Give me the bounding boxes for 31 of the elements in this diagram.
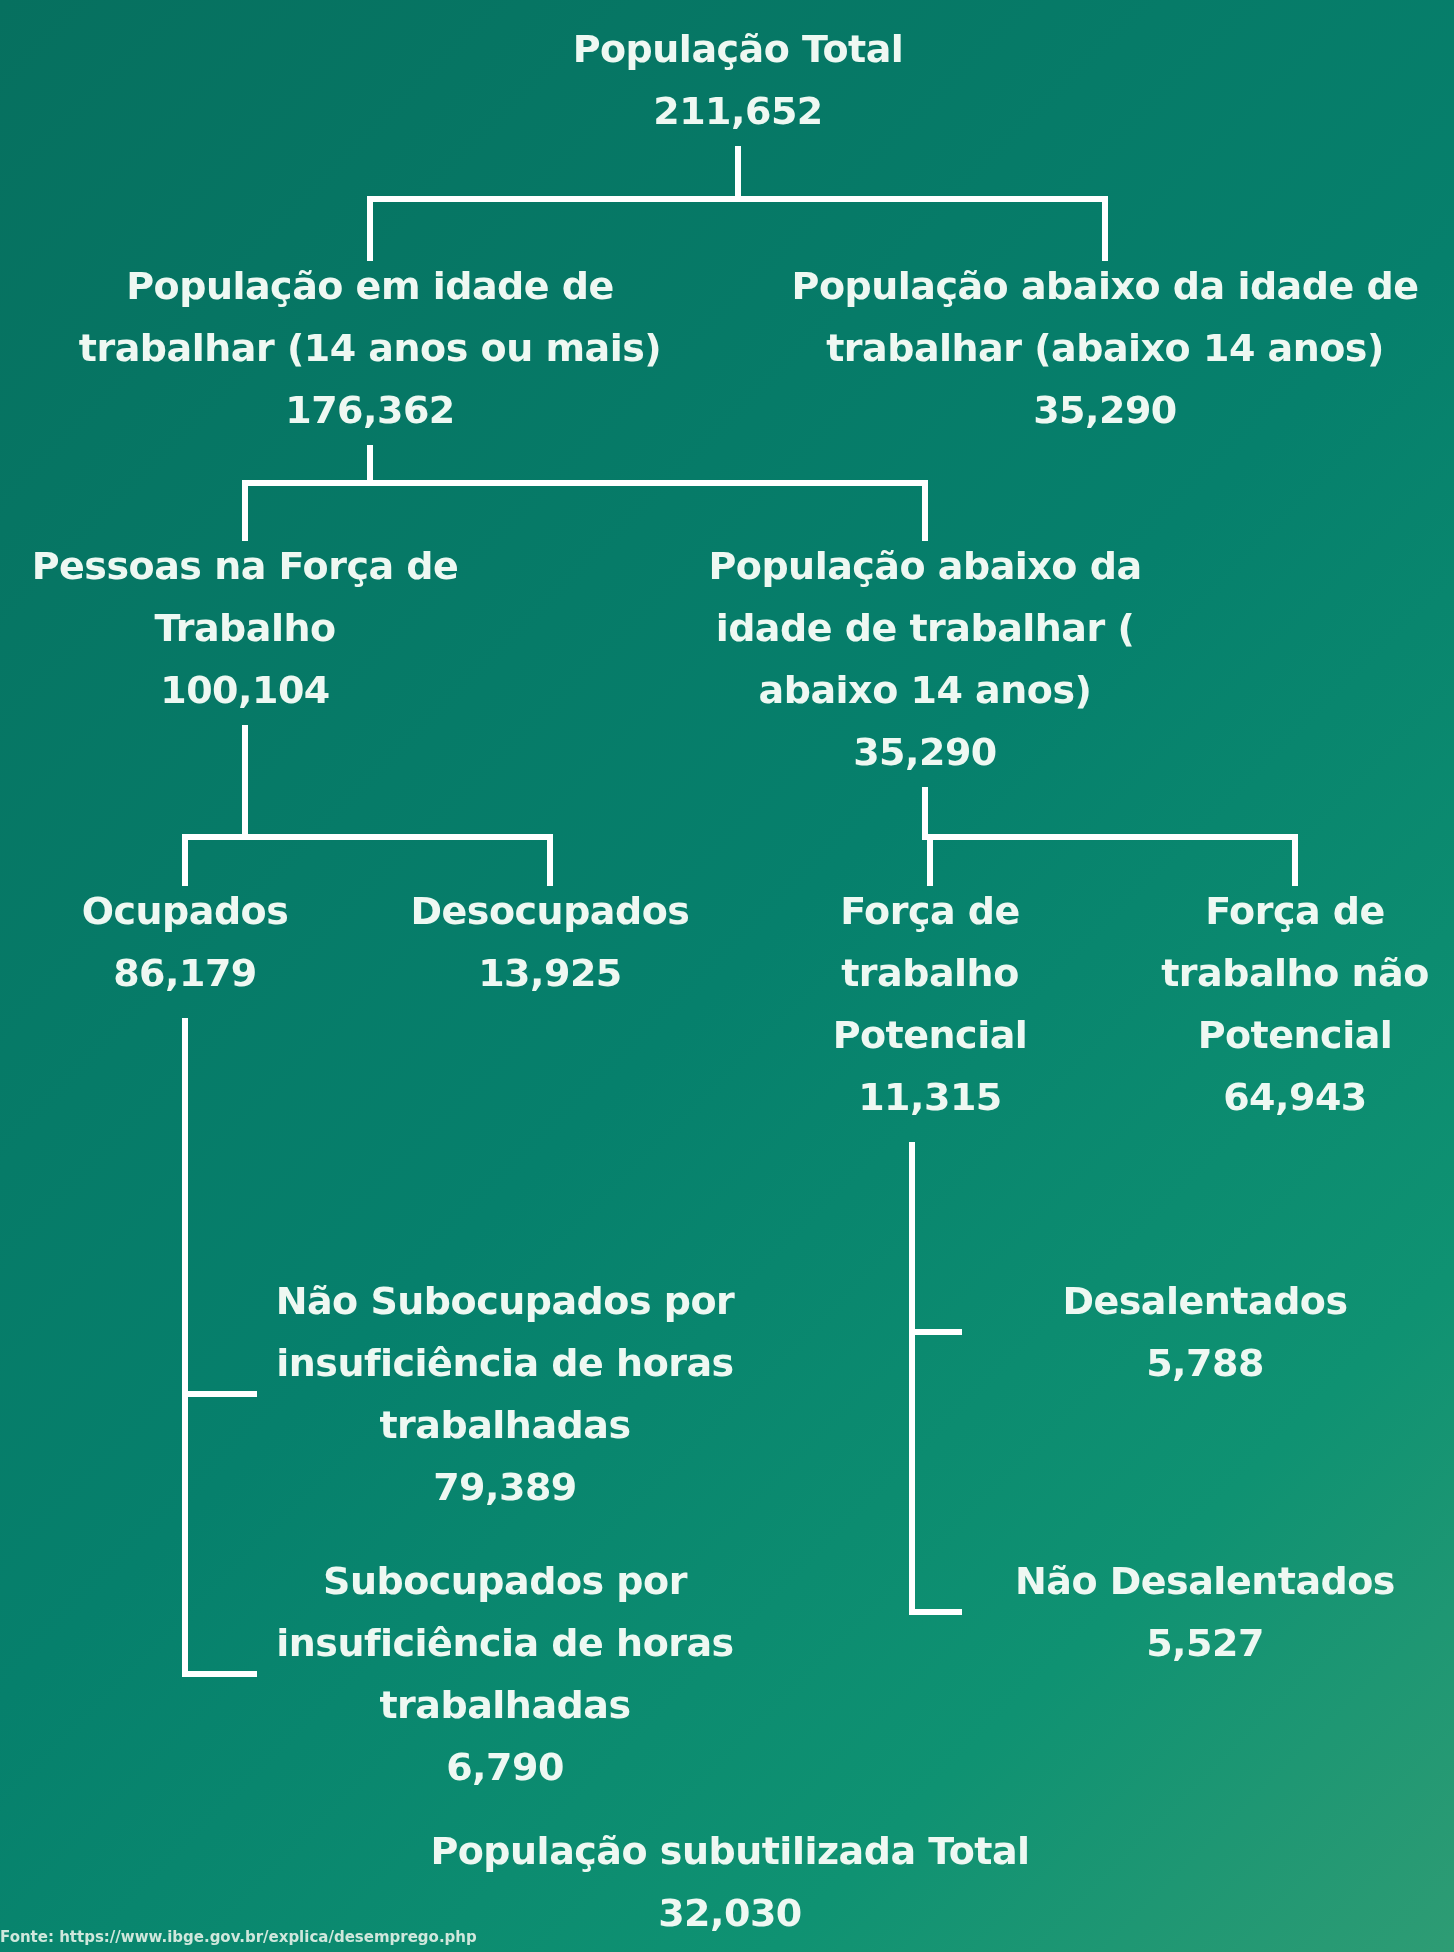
node-value: 35,290 (852, 729, 998, 776)
node-value: 64,943 (1222, 1074, 1368, 1121)
node-title: Ocupados (80, 888, 290, 935)
node-value: 11,315 (857, 1074, 1003, 1121)
connector-line (909, 1142, 962, 1615)
node-value: 35,290 (1032, 387, 1178, 434)
node-value: 211,652 (652, 88, 824, 135)
node-value: 79,389 (432, 1464, 578, 1511)
node-value: 5,527 (1145, 1620, 1265, 1667)
node-title: Pessoas na Força de Trabalho (30, 543, 460, 652)
node-title: Desocupados (409, 888, 691, 935)
node-title: População Total (571, 26, 905, 73)
source-note: Fonte: https://www.ibge.gov.br/explica/desemprego.php (0, 1928, 477, 1946)
node-title: População abaixo da idade de trabalhar (abaixo 14 anos) (790, 263, 1420, 372)
node-title: Desalentados (1061, 1278, 1349, 1325)
node-title: População em idade de trabalhar (14 anos ou mais) (77, 263, 663, 372)
node-title: Força de trabalho não Potencial (1160, 888, 1430, 1059)
node-title: População subutilizada Total (429, 1828, 1031, 1875)
node-title: Não Subocupados por insuficiência de horas trabalhadas (274, 1278, 736, 1449)
node-value: 100,104 (159, 667, 331, 714)
node-title: População abaixo da idade de trabalhar ( abaixo 14 anos) (707, 543, 1143, 714)
connector-line (367, 445, 928, 541)
node-title: Subocupados por insuficiência de horas trabalhadas (275, 1558, 735, 1729)
node-value: 86,179 (112, 950, 258, 997)
node-title: Não Desalentados (1014, 1558, 1396, 1605)
node-value: 176,362 (284, 387, 456, 434)
node-value: 6,790 (445, 1744, 565, 1791)
node-value: 13,925 (477, 950, 623, 997)
node-value: 5,788 (1145, 1340, 1265, 1387)
connector-line (182, 1018, 257, 1677)
node-title: Força de trabalho Potencial (831, 888, 1029, 1059)
